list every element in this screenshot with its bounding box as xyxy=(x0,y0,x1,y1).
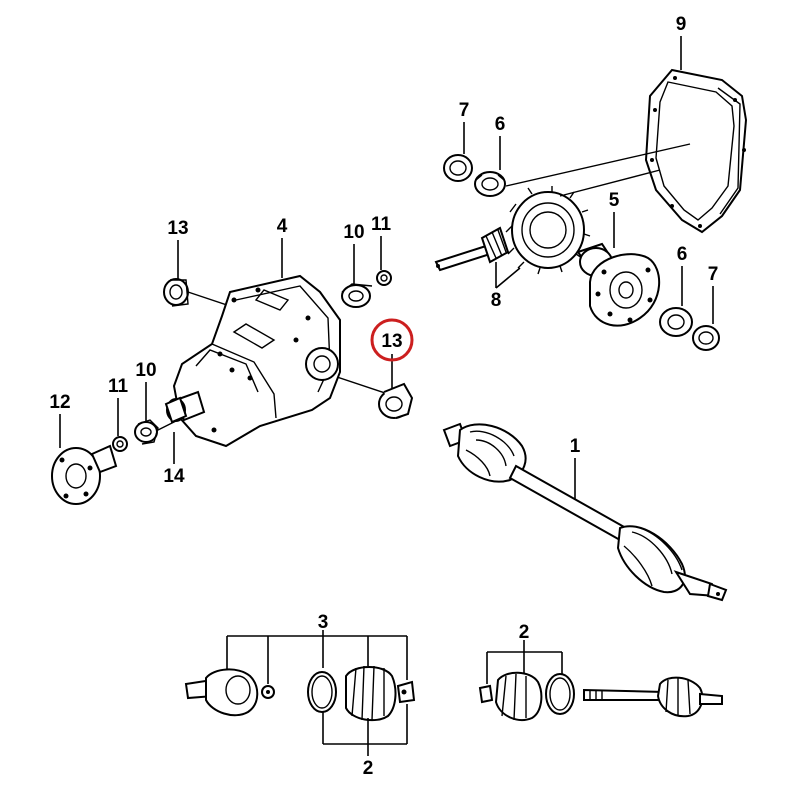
pinion-nose-14 xyxy=(164,396,188,424)
callout-4: 4 xyxy=(277,216,288,237)
seal-13-left xyxy=(163,278,189,307)
bearing-6-upper xyxy=(474,171,506,197)
bearing-6-lower xyxy=(659,307,693,337)
seal-13-right xyxy=(378,382,414,419)
drive-shaft-1 xyxy=(442,422,728,602)
nut-11-lower xyxy=(112,436,128,452)
bearing-10-lower xyxy=(134,419,159,445)
callout-10-upper: 10 xyxy=(343,222,364,243)
callout-7-lower: 7 xyxy=(708,264,719,285)
seal-7-upper xyxy=(443,154,473,182)
callout-3: 3 xyxy=(318,612,329,633)
highlight-ring xyxy=(370,318,414,362)
callout-11-upper: 11 xyxy=(371,214,392,235)
callout-11-lower: 11 xyxy=(108,376,129,397)
callout-6-upper: 6 xyxy=(495,114,506,135)
ring-gear-pinion-8 xyxy=(434,186,591,275)
differential-case-5 xyxy=(576,242,661,327)
callout-7-upper: 7 xyxy=(459,100,470,121)
callout-10-lower: 10 xyxy=(135,360,156,381)
callout-12: 12 xyxy=(49,392,70,413)
cv-joint-outer-exploded xyxy=(184,665,416,722)
callout-13-left: 13 xyxy=(167,218,188,239)
leader-lines xyxy=(59,36,714,756)
cover-plate-9 xyxy=(644,68,748,234)
callout-labels: 9 7 6 13 4 10 11 5 8 6 7 13 12 11 10 14 … xyxy=(49,14,718,779)
nut-11-upper xyxy=(376,270,392,286)
callout-5: 5 xyxy=(609,190,620,211)
callout-14: 14 xyxy=(163,466,185,487)
callout-8: 8 xyxy=(491,290,502,311)
companion-flange-12 xyxy=(51,444,118,505)
callout-2-right: 2 xyxy=(519,622,530,643)
bearing-10-upper xyxy=(341,283,373,308)
callout-2-bottom: 2 xyxy=(363,758,374,779)
carrier-housing-4 xyxy=(166,274,341,448)
seal-7-lower xyxy=(692,325,720,351)
cv-joint-inner-exploded xyxy=(478,671,723,721)
callout-6-lower: 6 xyxy=(677,244,688,265)
callout-13-highlighted: 13 xyxy=(381,331,402,352)
callout-9: 9 xyxy=(676,14,687,35)
callout-1: 1 xyxy=(570,436,581,457)
